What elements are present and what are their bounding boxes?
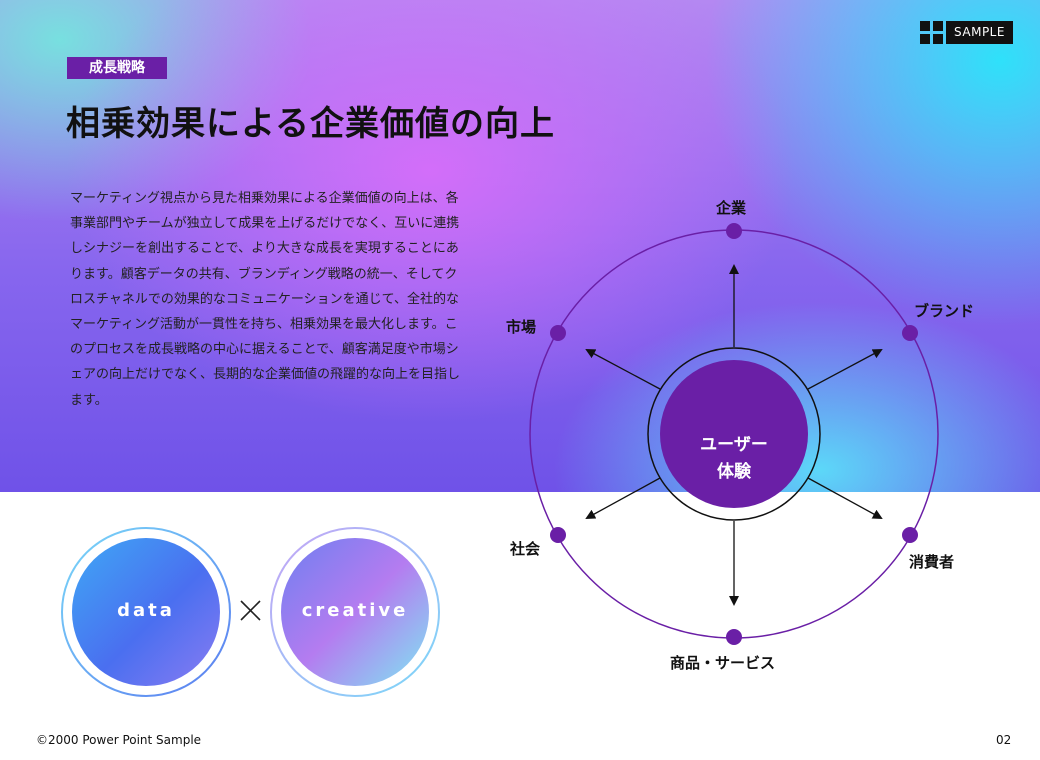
node-label-society: 社会 (510, 540, 541, 558)
node-dot-society (550, 527, 566, 543)
center-circle (660, 360, 808, 508)
arrow-upper-left (585, 349, 661, 390)
node-label-brand: ブランド (914, 302, 975, 320)
center-label-line1: ユーザー (700, 435, 768, 455)
gradient-background (0, 0, 1040, 492)
creative-circle (281, 538, 429, 686)
logo-text: SAMPLE (946, 21, 1013, 44)
sample-logo: SAMPLE (920, 21, 1013, 44)
node-label-company: 企業 (716, 199, 747, 217)
node-dot-market (550, 325, 566, 341)
node-label-market: 市場 (506, 318, 537, 336)
arrow-lower-left (585, 477, 661, 519)
center-label-line2: 体験 (717, 462, 751, 482)
page-title: 相乗効果による企業価値の向上 (66, 104, 555, 144)
node-label-product-service: 商品・サービス (670, 654, 776, 672)
times-icon-line-b (240, 600, 261, 621)
body-paragraph: マーケティング視点から見た相乗効果による企業価値の向上は、各事業部門やチームが独… (70, 191, 461, 408)
center-label: ユーザー 体験 (660, 385, 808, 533)
node-label-consumer: 消費者 (909, 553, 955, 571)
node-dot-consumer (902, 527, 918, 543)
copyright-text: ©2000 Power Point Sample (36, 733, 202, 747)
grid-logo-icon (920, 21, 943, 44)
data-circle (72, 538, 220, 686)
node-dot-company (726, 223, 742, 239)
section-tag: 成長戦略 (67, 57, 167, 79)
arrow-upper-right (807, 349, 883, 390)
page-number: 02 (996, 733, 1012, 747)
center-outline (647, 347, 821, 521)
creative-circle-label: creative (301, 600, 409, 621)
data-circle-label: data (117, 600, 175, 621)
node-dot-brand (902, 325, 918, 341)
node-dot-product (726, 629, 742, 645)
arrow-lower-right (807, 477, 883, 519)
